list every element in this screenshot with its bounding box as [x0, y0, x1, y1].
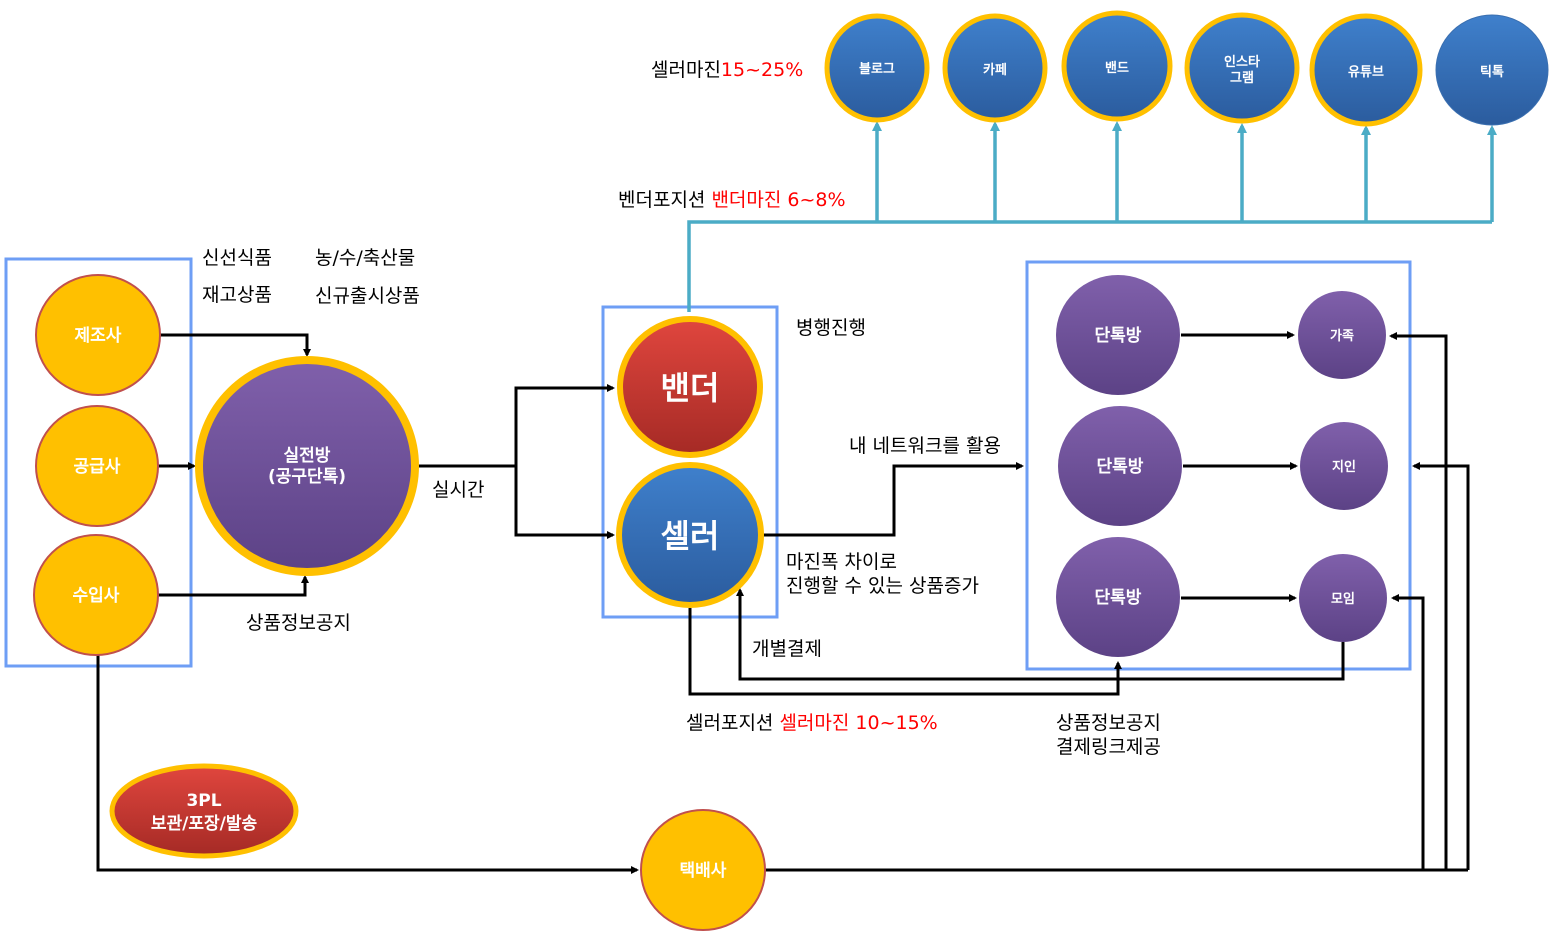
group-chat-label: 단톡방 [1097, 457, 1144, 477]
source-importer[interactable]: 수입사 [33, 534, 159, 656]
seller-margin-top-label: 셀러마진15~25% [651, 59, 803, 81]
parallel-label: 병행진행 [796, 317, 866, 339]
courier-label: 택배사 [680, 861, 727, 881]
realtime-label: 실시간 [432, 479, 484, 501]
hub-live-group-chat[interactable]: 실전방 (공구단톡) [195, 356, 419, 576]
notice-label-2: 결제링크제공 [1056, 736, 1161, 758]
source-label: 공급사 [74, 457, 121, 477]
network-label: 내 네트워크를 활용 [849, 435, 1001, 457]
channel-label: 유튜브 [1348, 65, 1384, 80]
logistics-label: 3PL [186, 791, 221, 811]
vendor-position-label: 벤더포지션 밴더마진 6~8% [618, 189, 846, 211]
logistics-3pl[interactable]: 3PL 보관/포장/발송 [109, 763, 299, 859]
margin-diff-label-2: 진행할 수 있는 상품증가 [786, 575, 979, 597]
audience-family[interactable]: 가족 [1298, 291, 1386, 379]
seller-label: 셀러 [661, 517, 720, 555]
source-label: 제조사 [75, 326, 122, 346]
vendor-label: 밴더 [661, 369, 720, 407]
individual-payment-label: 개별결제 [752, 638, 822, 660]
channel-label: 카페 [983, 63, 1007, 78]
product-type-fresh: 신선식품 [202, 247, 272, 269]
channel-label: 블로그 [859, 62, 895, 77]
source-supplier[interactable]: 공급사 [35, 405, 159, 527]
group-chat-3[interactable]: 단톡방 [1056, 537, 1180, 657]
product-type-new: 신규출시상품 [315, 285, 420, 307]
channel-label: 틱톡 [1480, 64, 1504, 80]
channel-tiktok[interactable]: 틱톡 [1435, 14, 1549, 126]
connectors [96, 331, 1470, 874]
channel-cafe[interactable]: 카페 [942, 13, 1048, 123]
product-type-stock: 재고상품 [202, 284, 272, 306]
source-label: 수입사 [73, 586, 120, 606]
product-type-agri: 농/수/축산물 [315, 247, 415, 269]
vendor-node[interactable]: 밴더 [617, 316, 763, 458]
audience-label: 모임 [1331, 592, 1355, 607]
channel-label: 인스타 [1224, 54, 1260, 70]
channel-label-2: 그램 [1230, 71, 1254, 86]
notice-label-1: 상품정보공지 [1056, 712, 1161, 734]
group-chat-label: 단톡방 [1095, 326, 1142, 346]
source-manufacturer[interactable]: 제조사 [35, 274, 161, 396]
seller-node[interactable]: 셀러 [616, 462, 764, 608]
channel-blog[interactable]: 블로그 [824, 13, 930, 123]
channel-instagram[interactable]: 인스타 그램 [1184, 12, 1300, 124]
audience-label: 가족 [1330, 329, 1354, 344]
audience-acquaintance[interactable]: 지인 [1300, 422, 1388, 510]
group-chat-2[interactable]: 단톡방 [1058, 406, 1182, 526]
courier-node[interactable]: 택배사 [640, 809, 766, 931]
annotations: 신선식품 농/수/축산물 재고상품 신규출시상품 실시간 상품정보공지 병행진행… [202, 59, 1161, 758]
audience-meetup[interactable]: 모임 [1299, 554, 1387, 642]
product-notice-label: 상품정보공지 [246, 612, 351, 634]
group-chat-box [1025, 260, 1412, 671]
logistics-sublabel: 보관/포장/발송 [151, 814, 258, 834]
hub-sublabel: (공구단톡) [268, 467, 346, 487]
group-chat-label: 단톡방 [1095, 588, 1142, 608]
seller-position-label: 셀러포지션 셀러마진 10~15% [686, 712, 938, 734]
audience-label: 지인 [1332, 459, 1356, 475]
group-chat-1[interactable]: 단톡방 [1056, 275, 1180, 395]
hub-label: 실전방 [284, 446, 331, 466]
channel-band[interactable]: 밴드 [1061, 10, 1173, 122]
margin-diff-label-1: 마진폭 차이로 [786, 551, 897, 573]
channel-connectors [687, 121, 1497, 312]
channel-label: 밴드 [1105, 61, 1129, 76]
channel-youtube[interactable]: 유튜브 [1309, 13, 1423, 127]
